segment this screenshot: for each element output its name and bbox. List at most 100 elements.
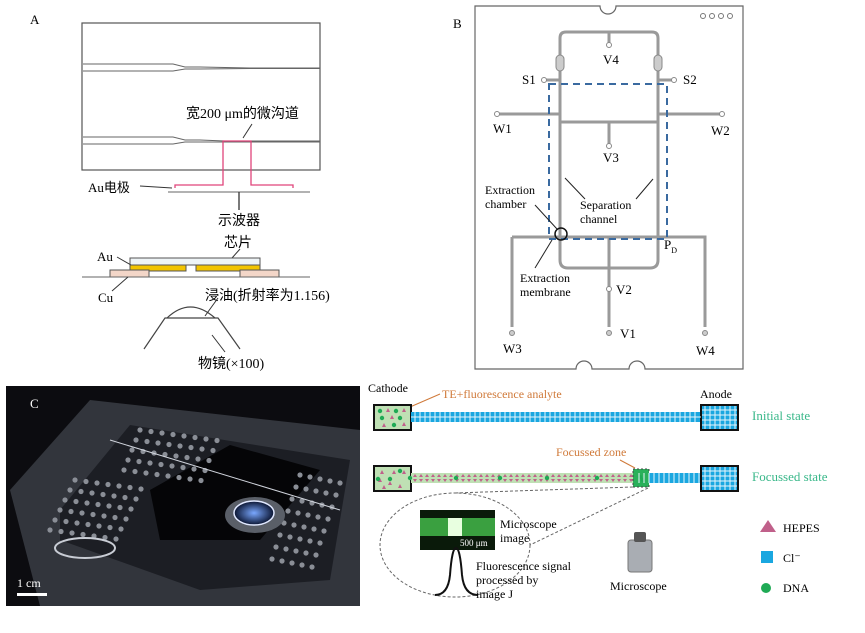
hepes-particle (388, 481, 392, 485)
focussed-state-label: Focussed state (752, 469, 828, 484)
dna-particle (497, 475, 503, 481)
hepes-particle (563, 479, 567, 482)
hepes-particle (491, 474, 495, 477)
reservoirs (494, 42, 725, 336)
electrode-dot (181, 433, 187, 439)
electrode-dot (137, 427, 143, 433)
electrode-dot (102, 534, 108, 541)
electrode-dot (313, 488, 319, 494)
hepes-particle (437, 479, 441, 482)
hepes-particle (380, 470, 384, 474)
electrode-dot (184, 454, 190, 461)
label-extraction-membrane-2: membrane (520, 285, 571, 299)
electrode-dot (315, 514, 321, 520)
electrode-dot (94, 480, 100, 486)
hepes-particle (605, 474, 609, 477)
objective-lens-glow (233, 500, 275, 526)
label-v2: V2 (616, 282, 632, 297)
label-v4: V4 (603, 52, 619, 67)
chip-glass (129, 257, 261, 266)
electrode-dot (337, 480, 343, 486)
electrode-dot (117, 504, 123, 511)
electrode-dot (165, 473, 171, 479)
itp-schematic: Cathode Anode TE+fluorescence analyte In… (368, 381, 828, 601)
cl-ion-grid (411, 406, 737, 429)
dna-particle (407, 475, 413, 481)
electrode-dot (287, 534, 293, 540)
chip-outline (474, 5, 744, 370)
electrode-dot (303, 486, 309, 492)
dna-particle (397, 415, 403, 421)
electrode-dot (122, 494, 128, 501)
hepes-particle (515, 474, 519, 477)
electrode-dot (159, 430, 165, 436)
label-w4: W4 (696, 343, 715, 358)
electrode-dot (106, 503, 112, 509)
electrode-dot (169, 463, 175, 469)
electrode-dot (105, 481, 111, 488)
label-s1: S1 (522, 72, 536, 87)
electrode-dot (133, 496, 139, 502)
electrode-dot (327, 478, 333, 484)
hepes-particle (382, 423, 386, 427)
focussed-zone-pointer (619, 459, 636, 469)
electrode-dot (297, 472, 303, 478)
panel-d: Cathode Anode TE+fluorescence analyte In… (360, 380, 865, 628)
hepes-particle (413, 479, 417, 482)
electrode-dot (68, 508, 74, 515)
electrode-dot (192, 434, 198, 441)
hepes-particle (479, 479, 483, 482)
hepes-particle (402, 470, 406, 474)
hepes-particle (539, 479, 543, 482)
microscope-icon (627, 532, 653, 573)
electrode-dot (158, 461, 164, 468)
hepes-particle (515, 479, 519, 482)
hepes-particle (581, 474, 585, 477)
electrode-dot (47, 527, 53, 533)
electrode-dot (198, 477, 204, 484)
hepes-particle (551, 479, 555, 482)
label-w2: W2 (711, 123, 730, 138)
reflective-ring (54, 537, 116, 559)
hepes-particle (461, 479, 465, 482)
hepes-particle (431, 479, 435, 482)
microchannel-top (83, 63, 320, 72)
hepes-particle (467, 474, 471, 477)
device-photo: C 1 cm (6, 386, 360, 606)
leading-zone-focussed (635, 473, 701, 483)
electrode-dot (118, 526, 124, 532)
hepes-particle (413, 474, 417, 477)
fluorescence-label-3: image J (476, 587, 513, 601)
dna-particle (375, 476, 381, 482)
electrode-dot (206, 457, 212, 464)
legend-hepes-icon (760, 520, 776, 532)
electrode-dot (84, 500, 90, 506)
dna-particle (397, 468, 403, 474)
electrode-dot (279, 558, 285, 564)
dna-particle (391, 422, 397, 428)
hepes-particle (419, 479, 423, 482)
electrode-dot (125, 457, 131, 463)
panel-a-diagram: A 宽200 μm的微沟道 Au电极 示波器 芯片 Au Cu 浸油(折射率为1… (30, 12, 330, 372)
hepes-particles (375, 467, 737, 490)
hepes-particle (623, 474, 627, 477)
electrode-dot (307, 474, 313, 480)
hepes-particle (521, 479, 525, 482)
hepes-particle (599, 474, 603, 477)
electrode-dot (293, 484, 299, 490)
hepes-particle (581, 479, 585, 482)
hepes-particle (503, 479, 507, 482)
microscope-image-label-1: Microscope (500, 517, 557, 531)
hepes-particle (386, 408, 390, 412)
oil-drop (166, 306, 216, 319)
membrane-pointer (534, 239, 553, 269)
electrode-dot (295, 510, 301, 516)
au-label: Au (97, 249, 113, 264)
focussed-zone-label: Focussed zone (556, 445, 626, 459)
alignment-holes (700, 13, 733, 19)
electrode-dot (176, 474, 182, 481)
hepes-particle (587, 474, 591, 477)
chip-outline (81, 22, 321, 171)
electrode-dot (73, 498, 79, 505)
hepes-particle (437, 474, 441, 477)
